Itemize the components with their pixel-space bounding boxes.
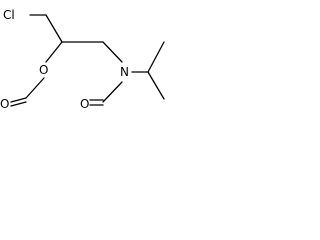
atom-o-formate: O xyxy=(0,97,9,111)
bond-ch2-ch xyxy=(45,14,63,43)
atom-o-ether: O xyxy=(39,63,48,77)
bond-ipr-me2 xyxy=(147,71,165,100)
bond-cho-double-o-2 xyxy=(10,101,27,107)
atom-cl: Cl xyxy=(3,8,15,22)
structure-diagram: Cl O O N O xyxy=(0,8,165,111)
bond-n-cho xyxy=(102,81,123,103)
bond-o-cho xyxy=(25,77,45,99)
bonds xyxy=(10,14,165,107)
bond-cho-double-o xyxy=(10,97,27,103)
atom-n: N xyxy=(120,65,129,79)
atom-o-formamide: O xyxy=(80,97,89,111)
atom-labels: Cl O O N O xyxy=(0,8,129,111)
bond-ch2-n xyxy=(102,41,123,63)
bond-ipr-me1 xyxy=(147,41,165,73)
bond-ch-o xyxy=(45,41,63,63)
